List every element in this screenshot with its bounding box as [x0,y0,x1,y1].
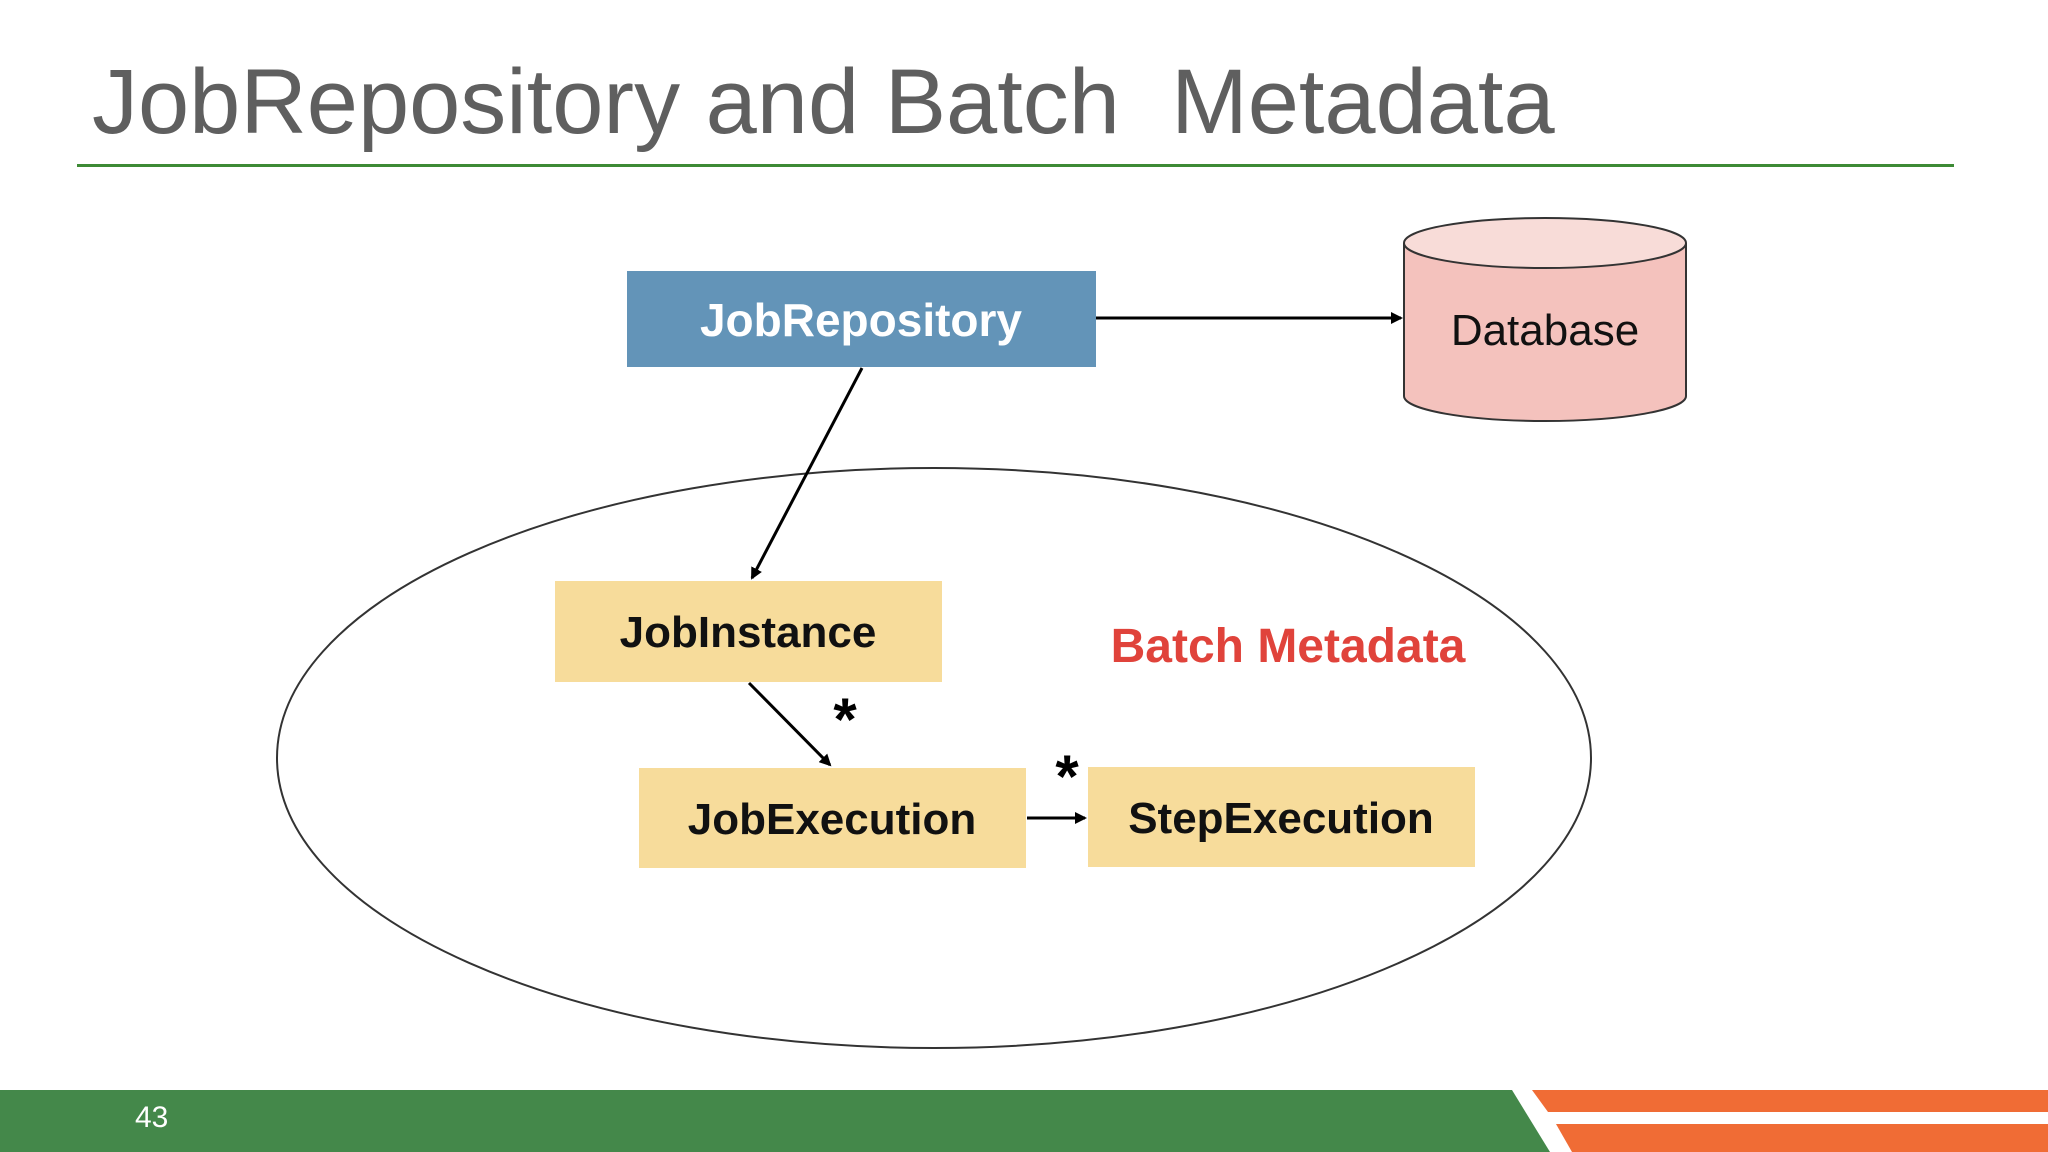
arrow-repository-to-instance [750,367,864,580]
database-cylinder-body [1403,243,1687,422]
step-execution-label: StepExecution [1128,794,1434,843]
slide-title: JobRepository and Batch Metadata [92,51,1555,153]
job-repository-node: JobRepository [627,271,1096,367]
job-instance-node: JobInstance [555,581,942,682]
job-repository-box [627,271,1096,367]
multiplicity-execution-step: * [1055,743,1079,810]
footer-bar [0,1090,2048,1152]
database-cylinder-top [1403,217,1687,269]
slide-number: 43 [135,1101,169,1134]
arrow-instance-to-execution [747,681,832,767]
multiplicity-instance-execution: * [833,686,857,753]
job-instance-box [555,581,942,682]
step-execution-box [1088,767,1475,867]
title-underline [77,164,1954,167]
job-execution-box [639,768,1026,868]
database-node: Database [1403,217,1687,422]
footer-orange-stripe-bottom [1556,1124,2048,1152]
footer-orange-stripe-top [1532,1090,2048,1112]
step-execution-node: StepExecution [1088,767,1475,867]
footer-green-band [0,1090,1550,1152]
database-label: Database [1451,306,1639,355]
job-instance-label: JobInstance [620,608,877,657]
batch-metadata-label: Batch Metadata [1111,620,1466,673]
job-execution-label: JobExecution [688,795,977,844]
job-repository-label: JobRepository [700,294,1022,346]
batch-metadata-group-ellipse [276,467,1592,1049]
job-execution-node: JobExecution [639,768,1026,868]
